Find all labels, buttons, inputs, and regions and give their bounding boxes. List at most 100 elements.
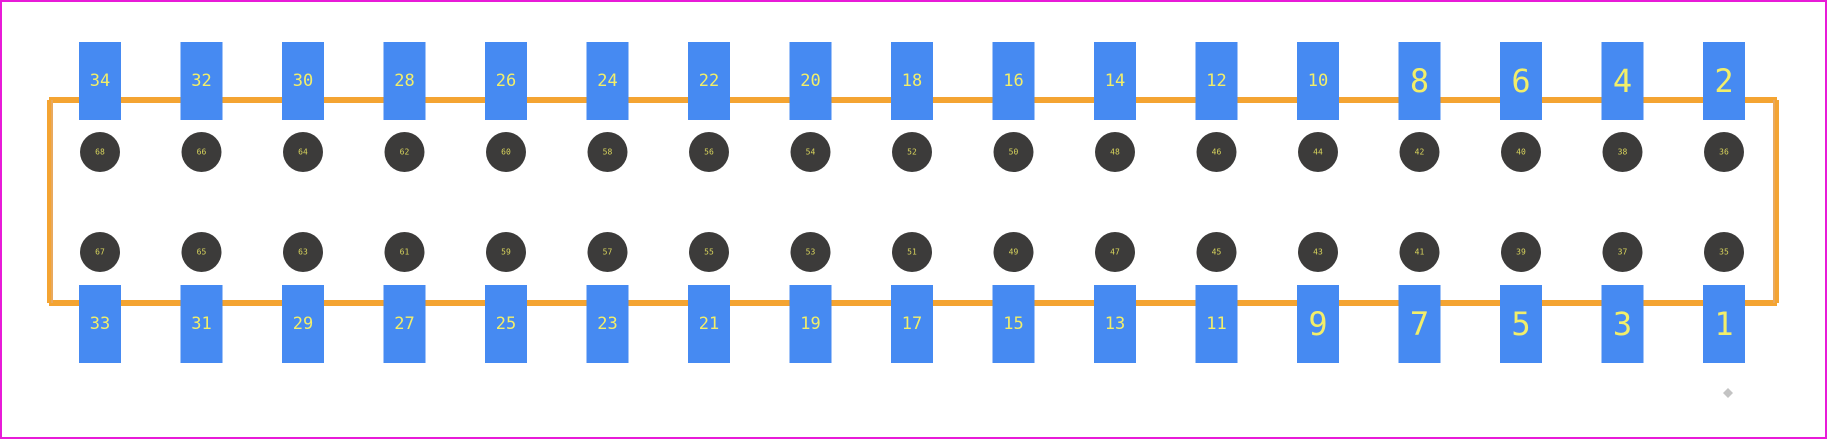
hole-number: 54 (806, 148, 816, 157)
top-pad-14: 14 (1094, 42, 1136, 120)
top-pad-number: 4 (1613, 62, 1632, 100)
top-pad-number: 24 (597, 71, 617, 91)
bottom-pad-19: 19 (789, 285, 832, 363)
top-pad-30: 30 (282, 42, 324, 120)
top-pad-24: 24 (586, 42, 629, 120)
lower-hole-53: 53 (790, 232, 831, 272)
hole-number: 62 (400, 148, 410, 157)
lower-hole-63: 63 (283, 232, 323, 272)
origin-marker (1723, 388, 1733, 398)
lower-hole-61: 61 (384, 232, 425, 272)
hole-number: 65 (197, 248, 207, 257)
hole-number: 48 (1110, 148, 1120, 157)
hole-number: 64 (298, 148, 308, 157)
hole-circle (1399, 132, 1440, 172)
hole-circle (1501, 232, 1541, 272)
bottom-pad-body (1195, 285, 1238, 363)
hole-number: 45 (1212, 248, 1222, 257)
hole-circle (80, 132, 120, 172)
bottom-pad-body (485, 285, 527, 363)
upper-hole-46: 46 (1196, 132, 1237, 172)
hole-circle (1298, 232, 1338, 272)
lower-hole-59: 59 (486, 232, 526, 272)
bottom-pad-body (1703, 285, 1745, 363)
upper-hole-60: 60 (486, 132, 526, 172)
hole-circle (1196, 232, 1237, 272)
hole-number: 50 (1009, 148, 1019, 157)
bottom-pad-number: 19 (800, 314, 820, 334)
hole-circle (587, 232, 628, 272)
hole-circle (1095, 132, 1135, 172)
top-pad-number: 16 (1003, 71, 1023, 91)
hole-number: 60 (501, 148, 511, 157)
bottom-pad-number: 7 (1410, 305, 1429, 343)
hole-circle (181, 132, 222, 172)
hole-number: 66 (197, 148, 207, 157)
top-pad-body (79, 42, 121, 120)
lower-hole-47: 47 (1095, 232, 1135, 272)
hole-circle (486, 232, 526, 272)
bottom-pad-number: 1 (1714, 305, 1733, 343)
bottom-pad-5: 5 (1500, 285, 1542, 363)
hole-number: 67 (95, 248, 105, 257)
top-pad-number: 34 (90, 71, 110, 91)
top-pad-body (1195, 42, 1238, 120)
hole-circle (1602, 132, 1643, 172)
top-pad-body (485, 42, 527, 120)
upper-hole-44: 44 (1298, 132, 1338, 172)
hole-circle (1501, 132, 1541, 172)
hole-circle (689, 232, 729, 272)
hole-number: 41 (1415, 248, 1425, 257)
upper-hole-54: 54 (790, 132, 831, 172)
top-pad-20: 20 (789, 42, 832, 120)
bottom-pad-33: 33 (79, 285, 121, 363)
top-pad-number: 22 (699, 71, 719, 91)
top-pad-body (789, 42, 832, 120)
origin-diamond-icon (1723, 388, 1733, 398)
bottom-pad-number: 25 (496, 314, 516, 334)
top-pad-22: 22 (688, 42, 730, 120)
hole-number: 36 (1719, 148, 1729, 157)
top-pad-number: 20 (800, 71, 820, 91)
bottom-pad-17: 17 (891, 285, 933, 363)
top-pad-number: 32 (191, 71, 211, 91)
hole-number: 43 (1313, 248, 1323, 257)
upper-hole-48: 48 (1095, 132, 1135, 172)
hole-number: 63 (298, 248, 308, 257)
lower-hole-43: 43 (1298, 232, 1338, 272)
hole-circle (283, 232, 323, 272)
bottom-pad-body (1297, 285, 1339, 363)
top-pad-body (383, 42, 426, 120)
top-pad-body (586, 42, 629, 120)
top-pad-body (1601, 42, 1644, 120)
top-pad-body (891, 42, 933, 120)
top-pad-28: 28 (383, 42, 426, 120)
bottom-pad-number: 27 (394, 314, 414, 334)
lower-hole-67: 67 (80, 232, 120, 272)
hole-circle (1399, 232, 1440, 272)
bottom-pad-3: 3 (1601, 285, 1644, 363)
bottom-pad-number: 31 (191, 314, 211, 334)
lower-hole-41: 41 (1399, 232, 1440, 272)
hole-circle (181, 232, 222, 272)
bottom-pad-body (688, 285, 730, 363)
top-pad-body (1398, 42, 1441, 120)
bottom-pad-body (1500, 285, 1542, 363)
top-pad-number: 6 (1511, 62, 1530, 100)
bottom-pad-9: 9 (1297, 285, 1339, 363)
bottom-pad-number: 23 (597, 314, 617, 334)
bottom-pad-number: 13 (1105, 314, 1125, 334)
top-pad-number: 10 (1308, 71, 1328, 91)
bottom-pad-number: 11 (1206, 314, 1226, 334)
hole-number: 42 (1415, 148, 1425, 157)
lower-hole-55: 55 (689, 232, 729, 272)
hole-number: 49 (1009, 248, 1019, 257)
bottom-pad-number: 5 (1511, 305, 1530, 343)
top-pad-34: 34 (79, 42, 121, 120)
hole-circle (892, 232, 932, 272)
hole-circle (486, 132, 526, 172)
top-pad-body (282, 42, 324, 120)
bottom-pad-number: 21 (699, 314, 719, 334)
